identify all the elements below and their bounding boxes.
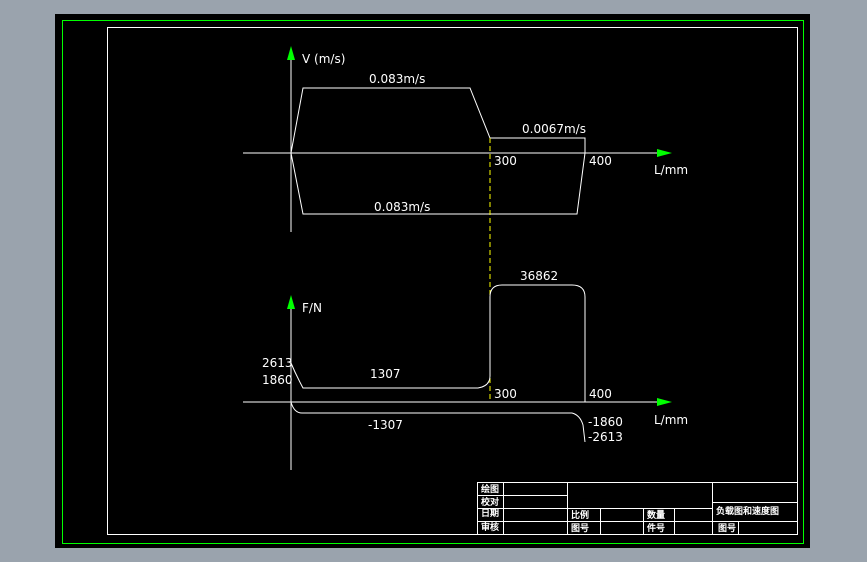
return-speed: 0.083m/s: [374, 200, 430, 214]
return-velocity-curve: [290, 152, 586, 215]
end-peak-force: -2613: [588, 430, 623, 444]
scale-label: 比例: [571, 509, 589, 521]
date-label: 日期: [481, 507, 499, 519]
work-force: 36862: [520, 269, 558, 283]
drawn-label: 绘图: [481, 483, 499, 495]
return-force: -1307: [368, 418, 403, 432]
f-axis-arrow-icon: [287, 295, 295, 309]
part-no-label: 件号: [647, 522, 665, 534]
velocity-chart: [243, 60, 660, 232]
forward-force: 1307: [370, 367, 401, 381]
approved-label: 审核: [481, 521, 499, 533]
checked-label: 校对: [481, 496, 499, 508]
end-level-force: -1860: [588, 415, 623, 429]
start-peak-force: 2613: [262, 356, 293, 370]
title-block: [477, 482, 798, 535]
drawing-no-label: 图号: [718, 523, 736, 534]
forward-velocity-curve: [290, 87, 586, 154]
l-axis-label: L/mm: [654, 163, 688, 177]
v-axis-label: V (m/s): [302, 52, 345, 66]
v-axis-arrow-icon: [287, 46, 295, 60]
tick-400: 400: [589, 387, 612, 401]
f-axis-label: F/N: [302, 301, 322, 315]
drawing-no-left-label: 图号: [571, 523, 589, 534]
start-level-force: 1860: [262, 373, 293, 387]
inner-frame: [107, 27, 798, 535]
tick-300: 300: [494, 387, 517, 401]
forward-force-curve: [290, 284, 586, 402]
l-axis-label: L/mm: [654, 413, 688, 427]
quantity-label: 数量: [647, 509, 665, 521]
return-force-curve: [290, 401, 586, 443]
tick-400: 400: [589, 154, 612, 168]
l-axis-arrow-icon: [657, 149, 672, 157]
outer-frame: [62, 20, 804, 544]
fast-forward-speed: 0.083m/s: [369, 72, 425, 86]
force-chart: [243, 284, 660, 470]
tick-300: 300: [494, 154, 517, 168]
drawing-canvas: [55, 14, 810, 548]
l-axis-arrow-icon: [657, 398, 672, 406]
drawing-title: 负载图和速度图: [716, 505, 779, 517]
work-speed: 0.0067m/s: [522, 122, 586, 136]
